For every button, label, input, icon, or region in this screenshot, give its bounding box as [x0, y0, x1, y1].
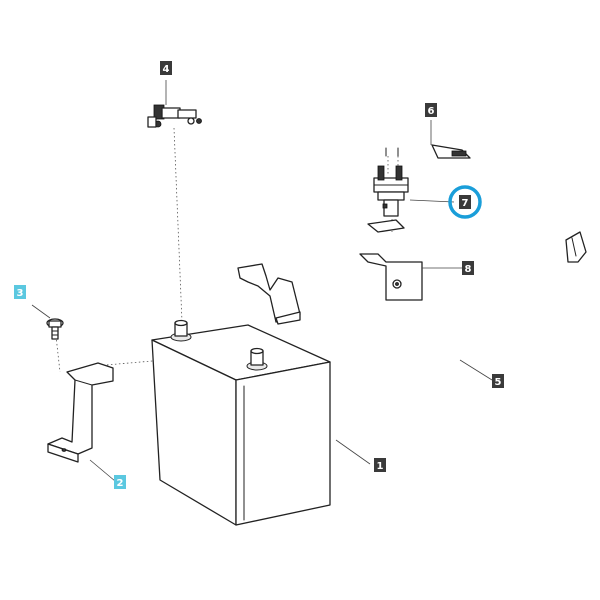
positive-battery-cable-icon[interactable] [199, 119, 471, 166]
callout-7-label: 7 [462, 198, 469, 209]
callout-4[interactable]: 4 [160, 61, 172, 75]
callout-3-label: 3 [17, 288, 24, 299]
callout-4-box [160, 61, 172, 75]
leader-lines [31, 80, 493, 482]
callout-6-box [425, 103, 437, 117]
battery-icon[interactable] [151, 319, 331, 526]
callout-1-label: 1 [377, 461, 384, 472]
callout-2[interactable]: 2 [114, 475, 126, 489]
callout-7-box [459, 195, 471, 209]
callout-1[interactable]: 1 [374, 458, 386, 472]
callout-3[interactable]: 3 [14, 285, 26, 299]
callout-4-label: 4 [163, 64, 170, 75]
callout-8-label: 8 [465, 264, 472, 275]
callout-7-highlight-ring [448, 185, 482, 219]
callout-7[interactable]: 7 [459, 195, 471, 209]
callout-5-box [492, 374, 504, 388]
relay-mounting-bracket-icon[interactable] [359, 219, 423, 301]
callout-8[interactable]: 8 [462, 261, 474, 275]
bolt-icon[interactable] [46, 318, 64, 340]
callout-6-label: 6 [428, 106, 435, 117]
callout-5-label: 5 [495, 377, 502, 388]
callout-2-label: 2 [117, 478, 124, 489]
callout-1-box [374, 458, 386, 472]
negative-battery-cable-icon[interactable] [237, 231, 587, 386]
callout-3-box [14, 285, 26, 299]
battery-hold-down-bracket-icon[interactable] [47, 362, 114, 463]
callout-5[interactable]: 5 [492, 374, 504, 388]
callout-8-box [462, 261, 474, 275]
callout-2-box [114, 475, 126, 489]
positive-cable-terminal-icon[interactable] [147, 104, 202, 128]
relay-icon[interactable] [373, 165, 409, 217]
callout-6[interactable]: 6 [425, 103, 437, 117]
